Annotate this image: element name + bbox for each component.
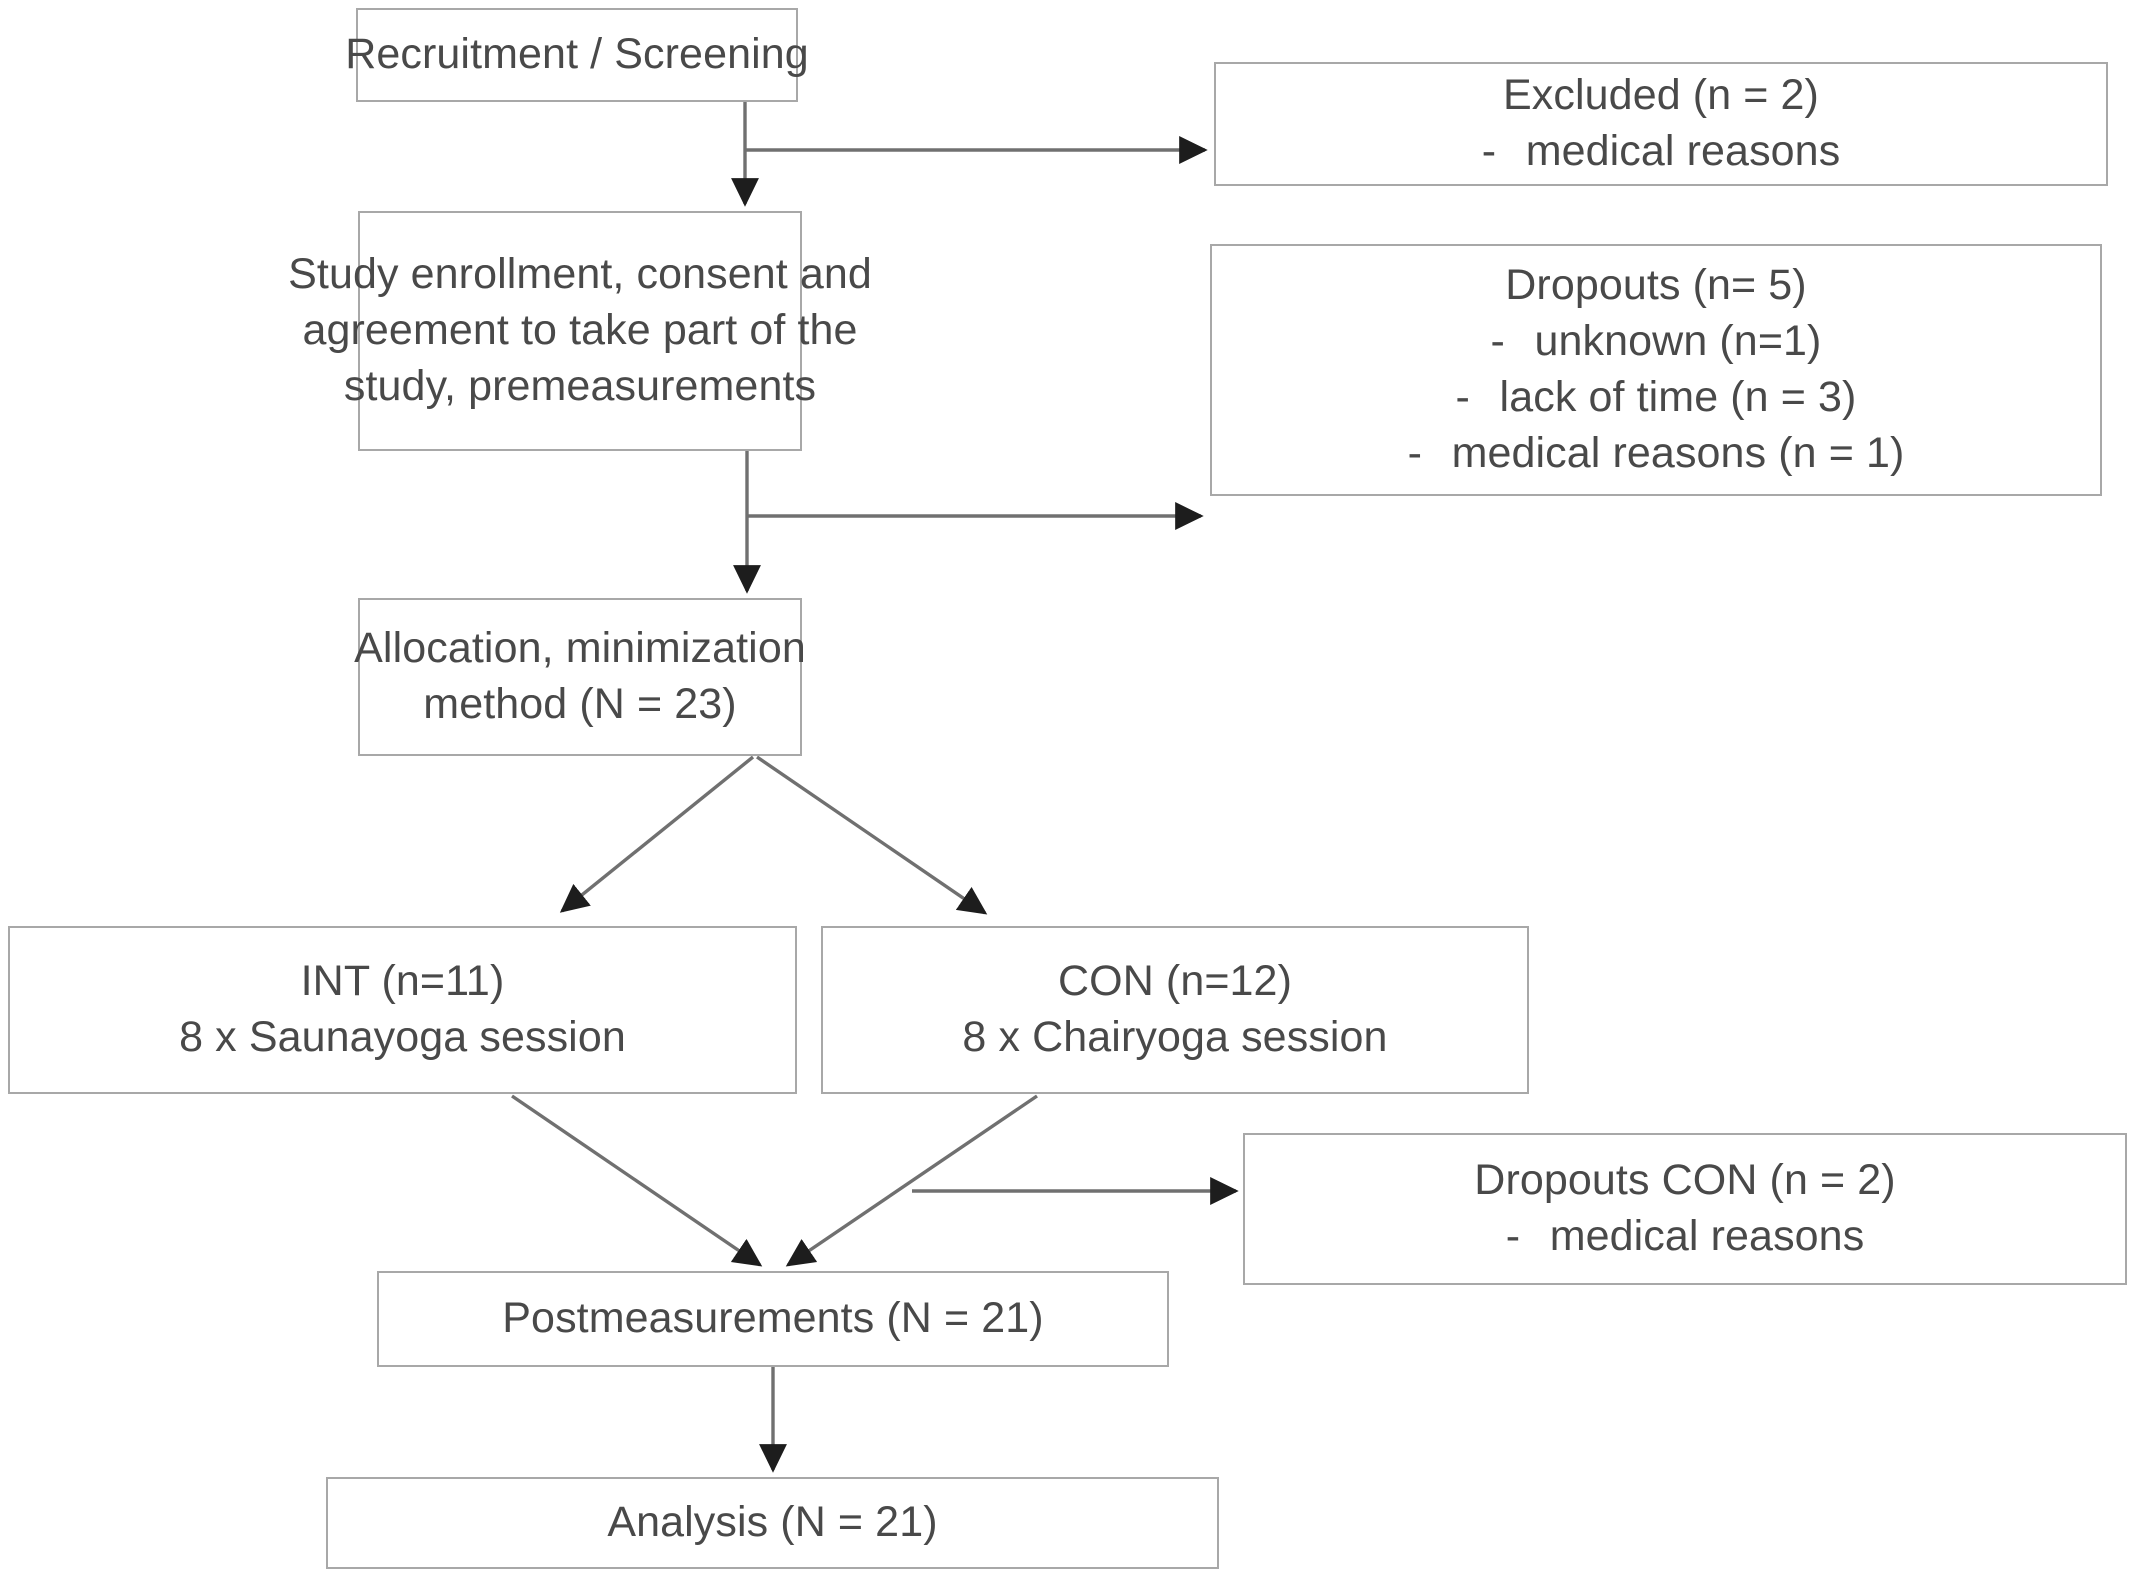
bullet-dash: - [1481,127,1497,175]
bullet-text: medical reasons (n = 1) [1451,428,1905,477]
node-dropouts-con-bullet-0: -medical reasons [1506,1209,1865,1265]
node-dropouts-heading: Dropouts (n= 5) [1505,261,1807,310]
node-postmeasurements-label: Postmeasurements (N = 21) [502,1294,1044,1343]
node-excluded-heading: Excluded (n = 2) [1503,71,1819,120]
node-excluded-bullet-0: -medical reasons [1482,124,1841,180]
node-allocation-line-1: Allocation, minimization [354,624,806,673]
node-intervention-group[interactable]: INT (n=11) 8 x Saunayoga session [8,926,797,1094]
node-dropouts-bullet-2: -medical reasons (n = 1) [1408,426,1905,482]
node-excluded[interactable]: Excluded (n = 2) -medical reasons [1214,62,2108,186]
node-dropouts-con[interactable]: Dropouts CON (n = 2) -medical reasons [1243,1133,2127,1285]
bullet-dash: - [1490,317,1505,366]
node-enrollment-line-1: Study enrollment, consent and [288,250,872,299]
bullet-text: lack of time (n = 3) [1499,373,1857,421]
node-analysis[interactable]: Analysis (N = 21) [326,1477,1219,1569]
node-dropouts[interactable]: Dropouts (n= 5) -unknown (n=1) -lack of … [1210,244,2102,496]
node-intervention-line-1: INT (n=11) [300,957,505,1006]
bullet-dash: - [1505,1212,1521,1260]
bullet-text: medical reasons [1549,1212,1865,1260]
node-analysis-label: Analysis (N = 21) [607,1498,938,1547]
node-control-line-1: CON (n=12) [1058,957,1292,1006]
edge-intervention-to-postmeasurements [511,1094,763,1267]
node-control-line-2: 8 x Chairyoga session [962,1013,1388,1061]
node-dropouts-con-heading: Dropouts CON (n = 2) [1474,1156,1896,1205]
node-recruitment-label: Recruitment / Screening [345,30,809,79]
bullet-dash: - [1455,373,1470,421]
node-control-group[interactable]: CON (n=12) 8 x Chairyoga session [821,926,1529,1094]
edge-allocation-to-intervention [559,755,755,913]
node-intervention-line-2: 8 x Saunayoga session [179,1013,626,1061]
node-dropouts-bullet-0: -unknown (n=1) [1491,314,1822,370]
bullet-dash: - [1407,428,1422,477]
node-recruitment-screening[interactable]: Recruitment / Screening [345,8,809,102]
node-allocation-line-2: method (N = 23) [423,680,737,728]
edge-allocation-to-control [756,755,988,915]
node-postmeasurements[interactable]: Postmeasurements (N = 21) [377,1271,1169,1367]
node-allocation[interactable]: Allocation, minimization method (N = 23) [354,598,806,756]
bullet-text: medical reasons [1525,127,1841,175]
node-dropouts-bullet-1: -lack of time (n = 3) [1456,370,1857,426]
node-enrollment-line-2: agreement to take part of the [302,306,858,355]
node-enrollment-line-3: study, premeasurements [343,361,817,410]
bullet-text: unknown (n=1) [1534,317,1822,366]
edge-control-to-postmeasurements [785,1094,1038,1267]
node-study-enrollment[interactable]: Study enrollment, consent and agreement … [288,211,872,451]
